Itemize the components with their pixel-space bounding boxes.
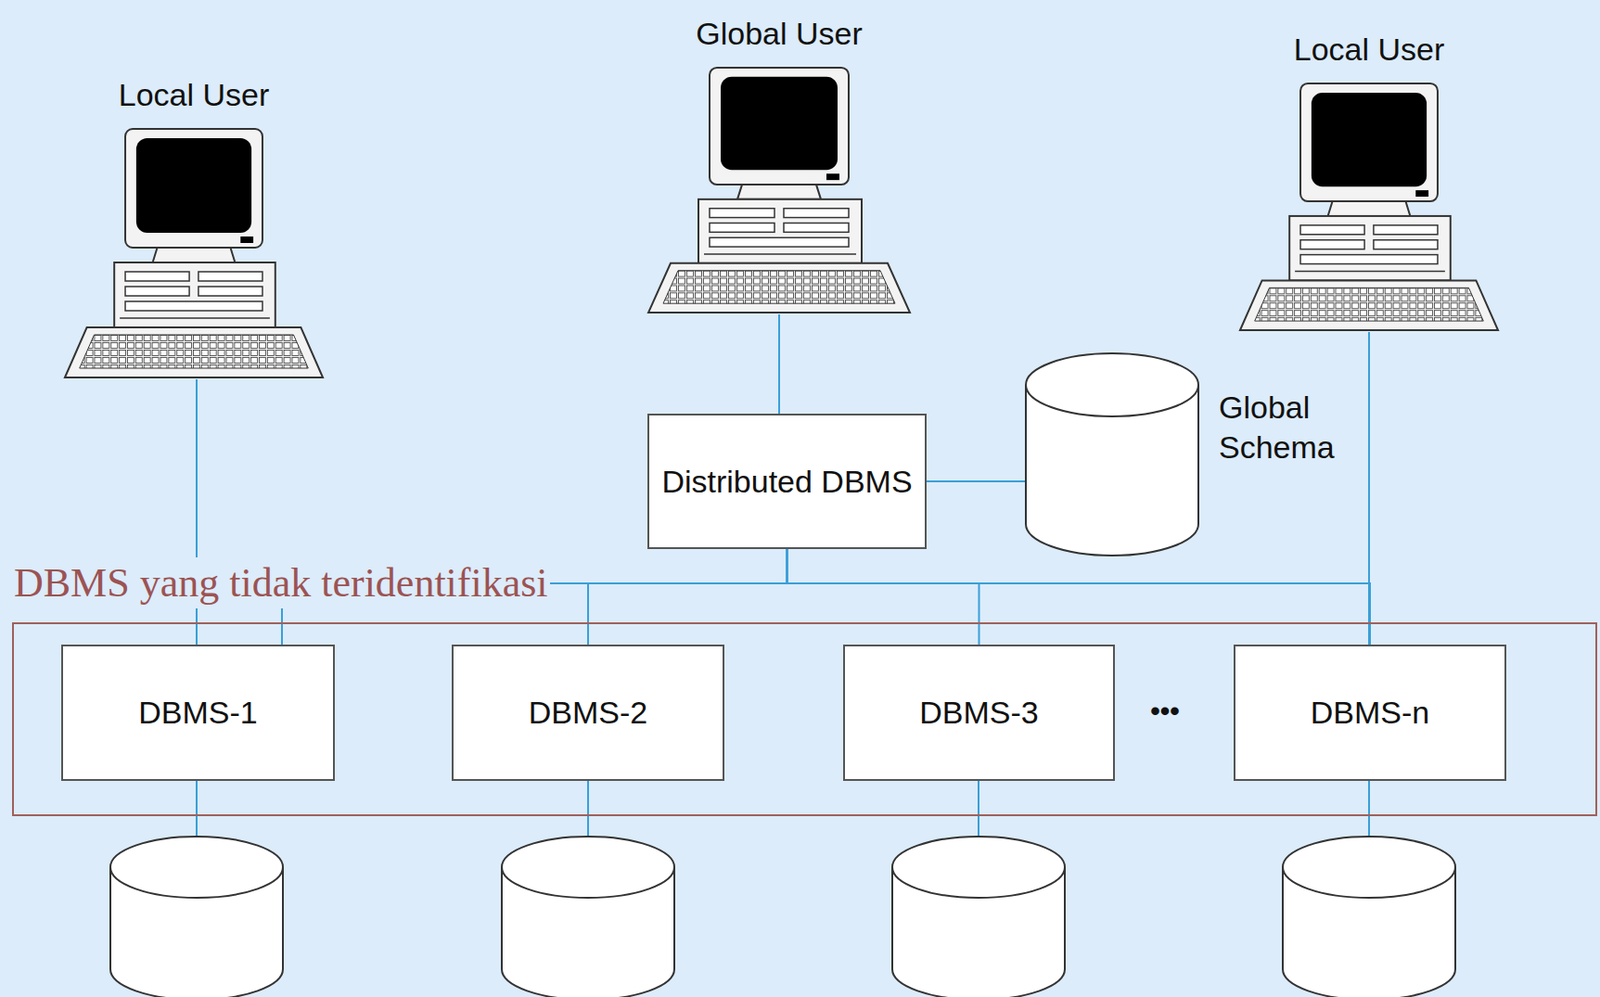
user-terminal: Local User <box>1236 81 1502 333</box>
dbms-group: DBMS yang tidak teridentifikasiDBMS-1DBM… <box>12 622 1598 817</box>
schema-store: Global Schema <box>1024 352 1200 557</box>
node-heading: Global Schema <box>1218 387 1358 467</box>
node-heading: Local User <box>61 75 327 116</box>
box-label: DBMS-n <box>1310 692 1430 733</box>
dbms-box: DBMS-2 <box>451 644 725 781</box>
box-label: DBMS-2 <box>528 692 648 733</box>
dbms-box: DBMS-1 <box>61 644 335 781</box>
connector-line <box>787 549 1371 645</box>
connector-line <box>787 549 980 645</box>
dbms-box: Distributed DBMS <box>647 413 927 550</box>
box-label: DBMS-3 <box>919 692 1038 733</box>
computer-icon <box>644 65 914 315</box>
connector-line <box>588 549 788 645</box>
box-label: Distributed DBMS <box>661 461 912 502</box>
dbms-box: DBMS-3 <box>843 644 1115 781</box>
node-heading: Local User <box>1236 29 1502 70</box>
dbms-box: DBMS-n <box>1233 644 1507 781</box>
user-terminal: Local User <box>61 127 327 380</box>
schema-cylinder <box>1024 352 1200 557</box>
connector-line <box>1368 332 1370 645</box>
computer-icon <box>1236 81 1502 333</box>
connector-line <box>778 314 781 414</box>
user-terminal: Global User <box>644 65 914 315</box>
database-cylinder <box>501 836 675 997</box>
node-heading: Global User <box>644 13 914 54</box>
database-cylinder <box>110 836 283 997</box>
connector-line <box>926 480 1025 483</box>
box-label: DBMS-1 <box>138 692 257 733</box>
node-heading: DBMS yang tidak teridentifikasi <box>12 557 551 609</box>
database-cylinder <box>892 836 1065 997</box>
database-cylinder <box>1282 836 1456 997</box>
computer-icon <box>61 127 327 380</box>
ellipsis: ••• <box>1137 693 1193 730</box>
